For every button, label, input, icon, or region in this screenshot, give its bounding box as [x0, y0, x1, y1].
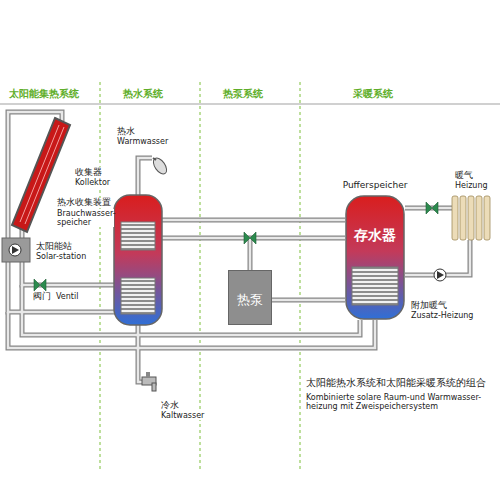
section-dividers: [100, 82, 300, 470]
pipe-connector: [272, 300, 345, 301]
pipe-outline: [8, 112, 470, 382]
part-label: Solar-station: [35, 252, 87, 261]
section-heading: 热泵系统: [222, 88, 264, 100]
hot-water-tank: [114, 195, 162, 325]
shower-head: [151, 156, 170, 176]
pipe-core: [8, 112, 470, 382]
part-label: Kombinierte solare Raum-und Warmwasser-h…: [305, 393, 497, 411]
part-label: Heizung: [454, 181, 489, 190]
section-heading: 采暖系统: [352, 88, 394, 100]
water-tap: [142, 372, 156, 391]
section-heading: 热水系统: [122, 88, 164, 100]
heat-pump-box: 热泵: [228, 270, 272, 325]
buffer-tank: 存水器Pufferspeicher: [345, 195, 405, 320]
part-label: 附加暖气: [410, 300, 448, 310]
part-label: Ventil: [55, 292, 79, 301]
radiator: [452, 196, 490, 240]
header-rule: [0, 103, 500, 105]
part-label: Kollektor: [74, 178, 111, 187]
part-label: 收集器: [74, 167, 103, 177]
part-label: Warmwasser: [116, 137, 169, 146]
tank-outline: [345, 195, 405, 320]
node-label: 热泵: [229, 291, 271, 309]
part-label: Zusatz-Heizung: [410, 311, 474, 320]
circulation-pump: [434, 269, 446, 281]
section-heading: 太阳能集热系统: [8, 88, 80, 100]
caption: 太阳能热水系统和太阳能采暖系统的组合: [305, 377, 487, 389]
node-heading: Pufferspeicher: [325, 180, 425, 190]
part-label: Kaltwasser: [160, 411, 205, 420]
part-label: 太阳能站: [35, 241, 73, 251]
pipe-stroke: [272, 299, 345, 302]
part-label: 暖气: [454, 170, 474, 180]
part-label: 阀门: [32, 292, 52, 302]
node-label: 存水器: [345, 227, 405, 245]
part-label: 热水: [116, 126, 136, 136]
part-label: Brauchwasser-speicher: [56, 209, 114, 227]
part-label: 冷水: [160, 400, 180, 410]
part-label: 热水收集装置: [56, 198, 112, 208]
solar-station: [2, 238, 30, 262]
pipe-stroke: [272, 298, 345, 303]
